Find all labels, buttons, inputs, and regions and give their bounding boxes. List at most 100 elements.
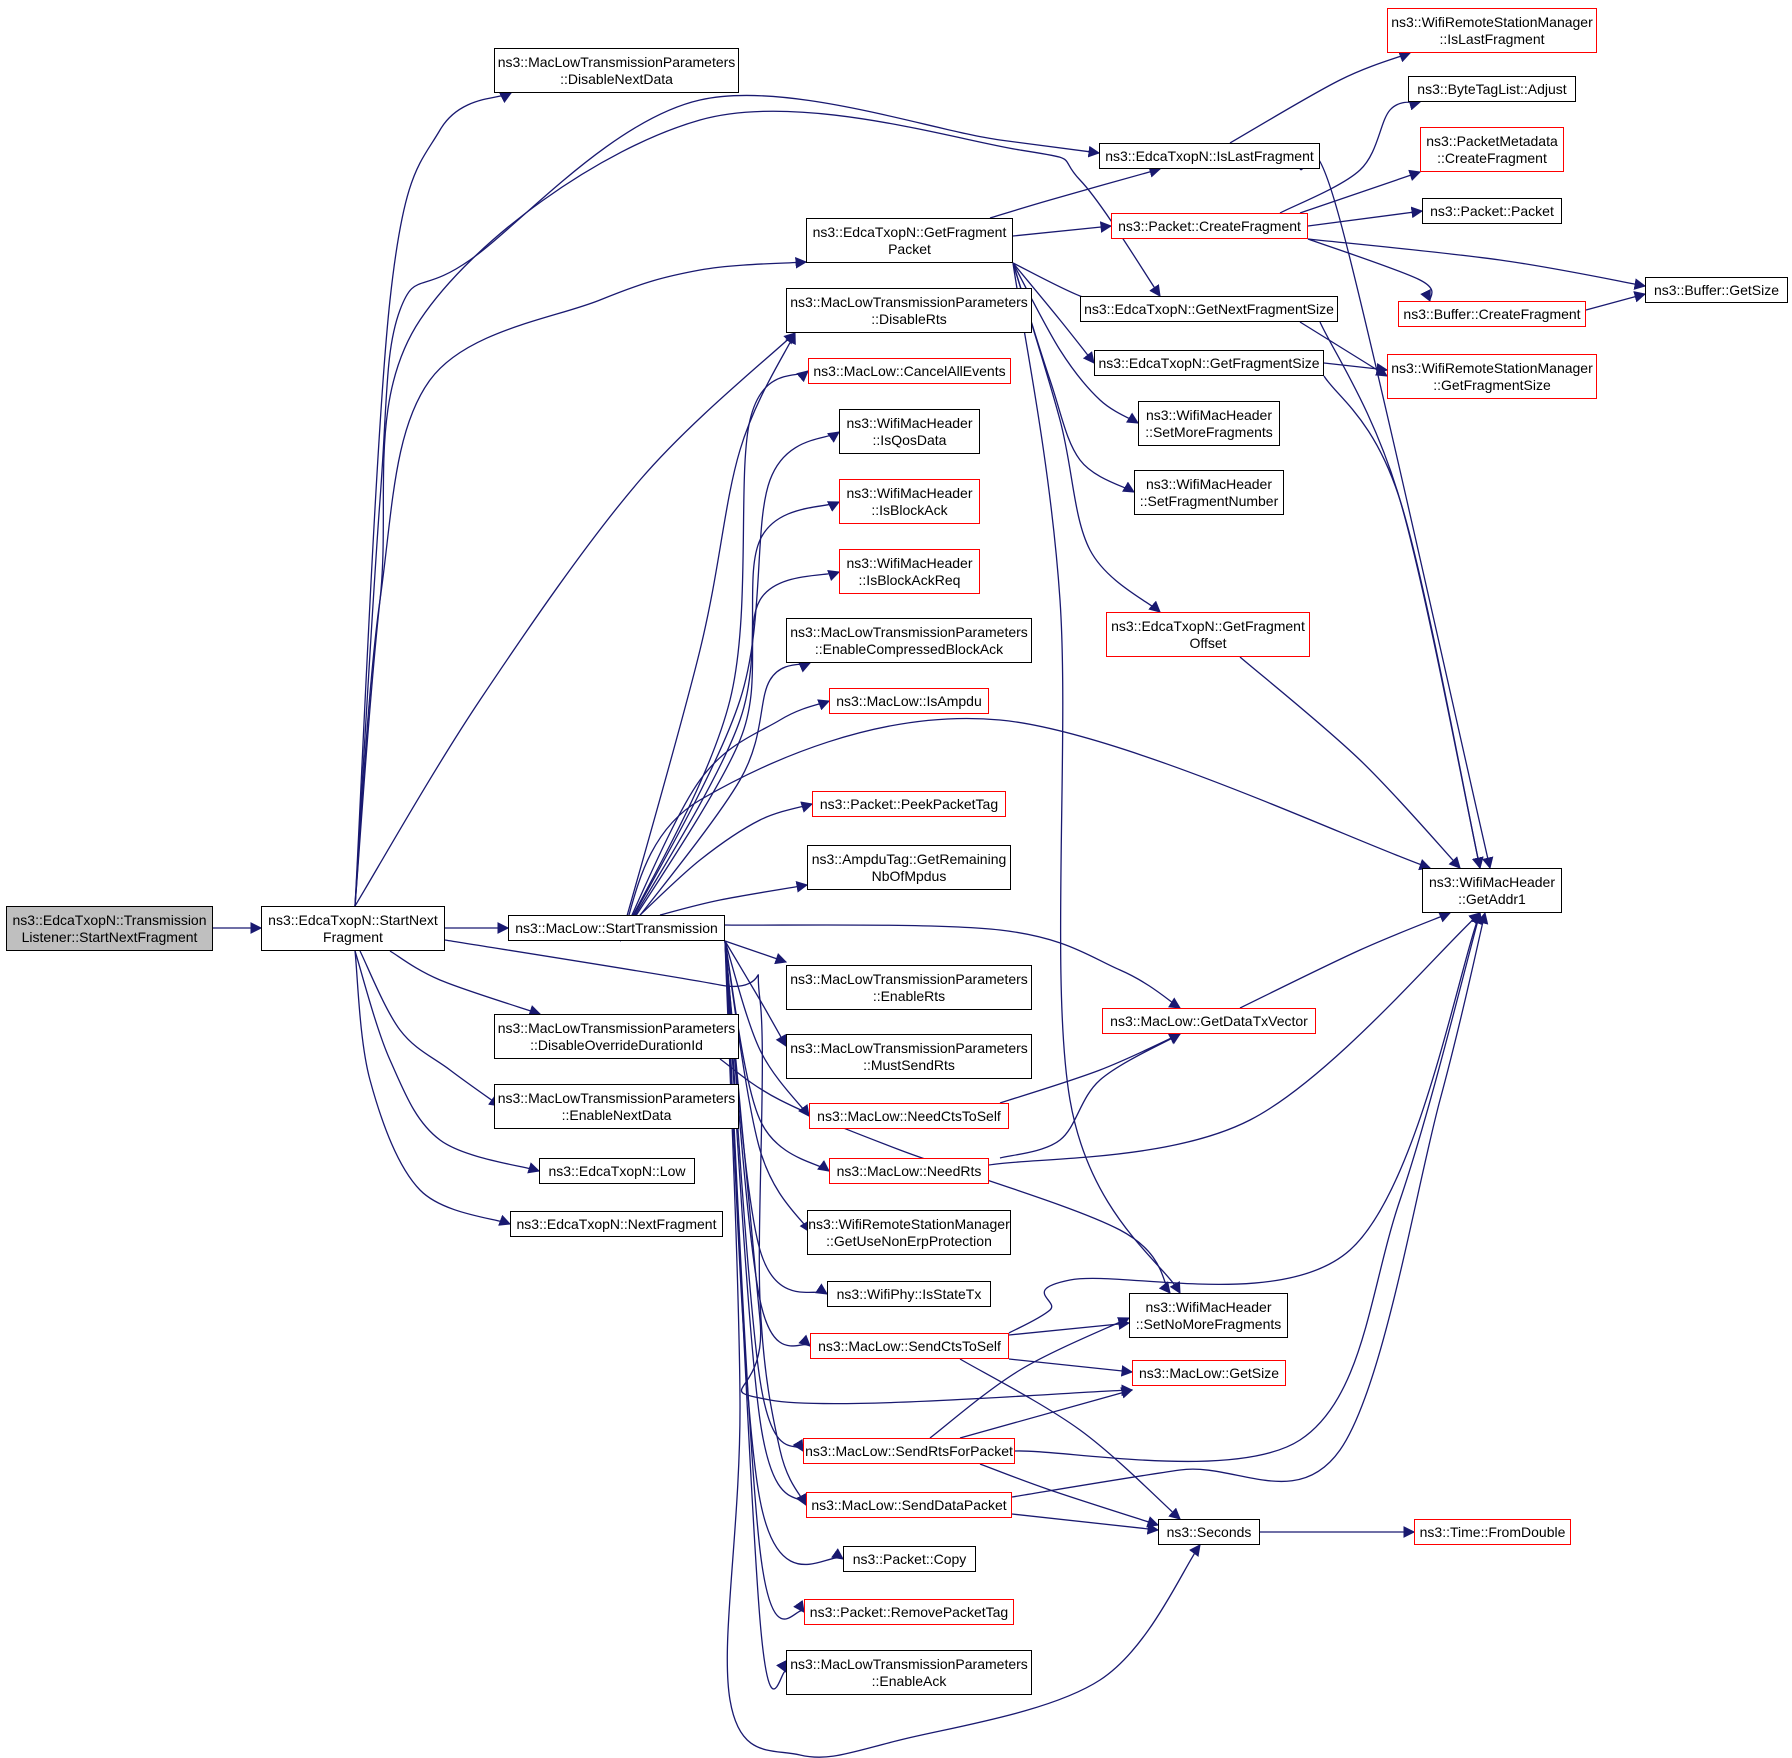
node-cae[interactable]: ns3::MacLow::CancelAllEvents xyxy=(808,358,1011,384)
edge-gfs-to-ga1 xyxy=(1323,375,1484,870)
edge-snf-to-end xyxy=(359,950,501,1107)
edge-st-to-erts xyxy=(724,940,788,965)
node-label-line: ns3::EdcaTxopN::NextFragment xyxy=(516,1215,717,1232)
node-label-line: ::EnableRts xyxy=(872,987,946,1004)
node-erts[interactable]: ns3::MacLowTransmissionParameters::Enabl… xyxy=(786,965,1032,1010)
node-label-line: ns3::WifiRemoteStationManager xyxy=(1391,359,1593,376)
node-label-line: ns3::EdcaTxopN::Low xyxy=(548,1162,686,1179)
edge-dod-to-snmf xyxy=(719,1058,1171,1294)
node-st[interactable]: ns3::MacLow::StartTransmission xyxy=(508,915,725,941)
edge-st-to-isa xyxy=(619,699,831,942)
node-sdp[interactable]: ns3::MacLow::SendDataPacket xyxy=(806,1492,1012,1518)
edge-scs-to-ga1 xyxy=(1008,911,1482,1334)
node-label-line: ns3::MacLow::SendRtsForPacket xyxy=(805,1442,1013,1459)
node-gnfs[interactable]: ns3::EdcaTxopN::GetNextFragmentSize xyxy=(1080,296,1338,322)
edge-srp-to-snmf xyxy=(929,1317,1131,1439)
node-gfs[interactable]: ns3::EdcaTxopN::GetFragmentSize xyxy=(1094,350,1324,376)
node-iba[interactable]: ns3::WifiMacHeader::IsBlockAck xyxy=(839,479,980,524)
node-ibar[interactable]: ns3::WifiMacHeader::IsBlockAckReq xyxy=(839,549,980,594)
node-pc[interactable]: ns3::Packet::Copy xyxy=(843,1546,976,1572)
node-sec[interactable]: ns3::Seconds xyxy=(1158,1519,1260,1545)
node-label-line: ns3::MacLowTransmissionParameters xyxy=(497,1089,736,1106)
node-label-line: Listener::StartNextFragment xyxy=(21,928,198,945)
node-label-line: Offset xyxy=(1189,634,1227,651)
node-bgs[interactable]: ns3::Buffer::GetSize xyxy=(1645,277,1788,303)
node-label-line: ns3::PacketMetadata xyxy=(1426,132,1558,149)
node-ncs[interactable]: ns3::MacLow::NeedCtsToSelf xyxy=(809,1103,1009,1129)
node-msr[interactable]: ns3::MacLowTransmissionParameters::MustS… xyxy=(786,1034,1032,1079)
node-nf[interactable]: ns3::EdcaTxopN::NextFragment xyxy=(510,1211,723,1237)
edge-st-to-ncs xyxy=(724,940,810,1117)
node-label-line: ::EnableAck xyxy=(871,1672,947,1689)
edge-gfs-to-wgfs xyxy=(1323,362,1389,375)
node-snmf[interactable]: ns3::WifiMacHeader::SetNoMoreFragments xyxy=(1129,1293,1288,1338)
node-srp[interactable]: ns3::MacLow::SendRtsForPacket xyxy=(803,1438,1015,1464)
node-dnd[interactable]: ns3::MacLowTransmissionParameters::Disab… xyxy=(494,48,739,93)
node-end[interactable]: ns3::MacLowTransmissionParameters::Enabl… xyxy=(494,1084,739,1129)
node-sfn[interactable]: ns3::WifiMacHeader::SetFragmentNumber xyxy=(1134,470,1284,515)
edge-pcf-to-btla xyxy=(1279,99,1422,214)
node-label-line: ::DisableRts xyxy=(871,310,947,327)
edge-st-to-gun xyxy=(724,940,811,1233)
node-wgfs[interactable]: ns3::WifiRemoteStationManager::GetFragme… xyxy=(1387,354,1597,399)
node-pmcf[interactable]: ns3::PacketMetadata::CreateFragment xyxy=(1420,127,1564,172)
node-label-line: ns3::Packet::CreateFragment xyxy=(1118,217,1301,234)
node-btla[interactable]: ns3::ByteTagList::Adjust xyxy=(1408,76,1576,102)
node-label-line: ns3::WifiMacHeader xyxy=(1428,873,1556,890)
edge-gfp-to-snmf xyxy=(1012,262,1181,1295)
edge-nr-to-gdtv xyxy=(999,1033,1182,1159)
edge-snf-to-low xyxy=(354,950,541,1174)
node-gdtv[interactable]: ns3::MacLow::GetDataTxVector xyxy=(1102,1008,1316,1034)
edge-st-to-drts xyxy=(619,331,796,942)
node-tfd[interactable]: ns3::Time::FromDouble xyxy=(1414,1519,1571,1545)
node-ecba[interactable]: ns3::MacLowTransmissionParameters::Enabl… xyxy=(786,618,1032,663)
node-drts[interactable]: ns3::MacLowTransmissionParameters::Disab… xyxy=(786,288,1032,333)
node-ga1[interactable]: ns3::WifiMacHeader::GetAddr1 xyxy=(1422,868,1562,913)
node-iqd[interactable]: ns3::WifiMacHeader::IsQosData xyxy=(839,409,980,454)
node-label-line: ns3::WifiRemoteStationManager xyxy=(1391,13,1593,30)
node-pp[interactable]: ns3::Packet::Packet xyxy=(1422,198,1562,224)
edge-st-to-ga1 xyxy=(619,717,1432,942)
node-label-line: ns3::MacLow::IsAmpdu xyxy=(836,692,982,709)
edge-st-to-gdtv xyxy=(724,924,1181,1009)
node-gun[interactable]: ns3::WifiRemoteStationManager::GetUseNon… xyxy=(807,1210,1011,1255)
edge-st-to-cae xyxy=(619,370,809,942)
node-label-line: ns3::MacLowTransmissionParameters xyxy=(790,1039,1028,1056)
node-low[interactable]: ns3::EdcaTxopN::Low xyxy=(539,1158,695,1184)
node-ilf[interactable]: ns3::EdcaTxopN::IsLastFragment xyxy=(1099,143,1320,169)
edge-pcf-to-bgs xyxy=(1307,238,1647,290)
node-dod[interactable]: ns3::MacLowTransmissionParameters::Disab… xyxy=(494,1014,739,1059)
edge-st-to-agr xyxy=(659,881,809,916)
node-scs[interactable]: ns3::MacLow::SendCtsToSelf xyxy=(810,1333,1009,1359)
node-isa[interactable]: ns3::MacLow::IsAmpdu xyxy=(829,688,989,714)
node-bcf[interactable]: ns3::Buffer::CreateFragment xyxy=(1398,301,1586,327)
edge-st-to-ibar xyxy=(619,569,841,942)
node-smf[interactable]: ns3::WifiMacHeader::SetMoreFragments xyxy=(1138,401,1280,446)
edge-gfp-to-smf xyxy=(1012,262,1140,424)
node-mgs[interactable]: ns3::MacLow::GetSize xyxy=(1132,1360,1286,1386)
edge-srp-to-ga1 xyxy=(1014,911,1483,1463)
edge-st-to-sec xyxy=(724,940,1201,1758)
node-label-line: ns3::EdcaTxopN::Transmission xyxy=(12,911,207,928)
node-label-line: ::SetNoMoreFragments xyxy=(1135,1315,1282,1332)
edge-gfp-to-ilf xyxy=(989,166,1162,219)
node-wilf[interactable]: ns3::WifiRemoteStationManager::IsLastFra… xyxy=(1387,8,1597,53)
node-nr[interactable]: ns3::MacLow::NeedRts xyxy=(829,1158,989,1184)
node-eack[interactable]: ns3::MacLowTransmissionParameters::Enabl… xyxy=(786,1650,1032,1695)
node-pcf[interactable]: ns3::Packet::CreateFragment xyxy=(1111,213,1308,239)
node-ppt[interactable]: ns3::Packet::PeekPacketTag xyxy=(812,791,1006,817)
edge-nr-to-ga1 xyxy=(988,912,1481,1166)
node-label-line: ns3::Packet::Copy xyxy=(852,1550,967,1567)
node-rpt[interactable]: ns3::Packet::RemovePacketTag xyxy=(804,1599,1014,1625)
node-label-line: NbOfMpdus xyxy=(871,867,947,884)
node-label-line: Fragment xyxy=(323,928,383,945)
node-ist[interactable]: ns3::WifiPhy::IsStateTx xyxy=(827,1281,991,1307)
edge-snf-to-dnd xyxy=(354,92,513,907)
